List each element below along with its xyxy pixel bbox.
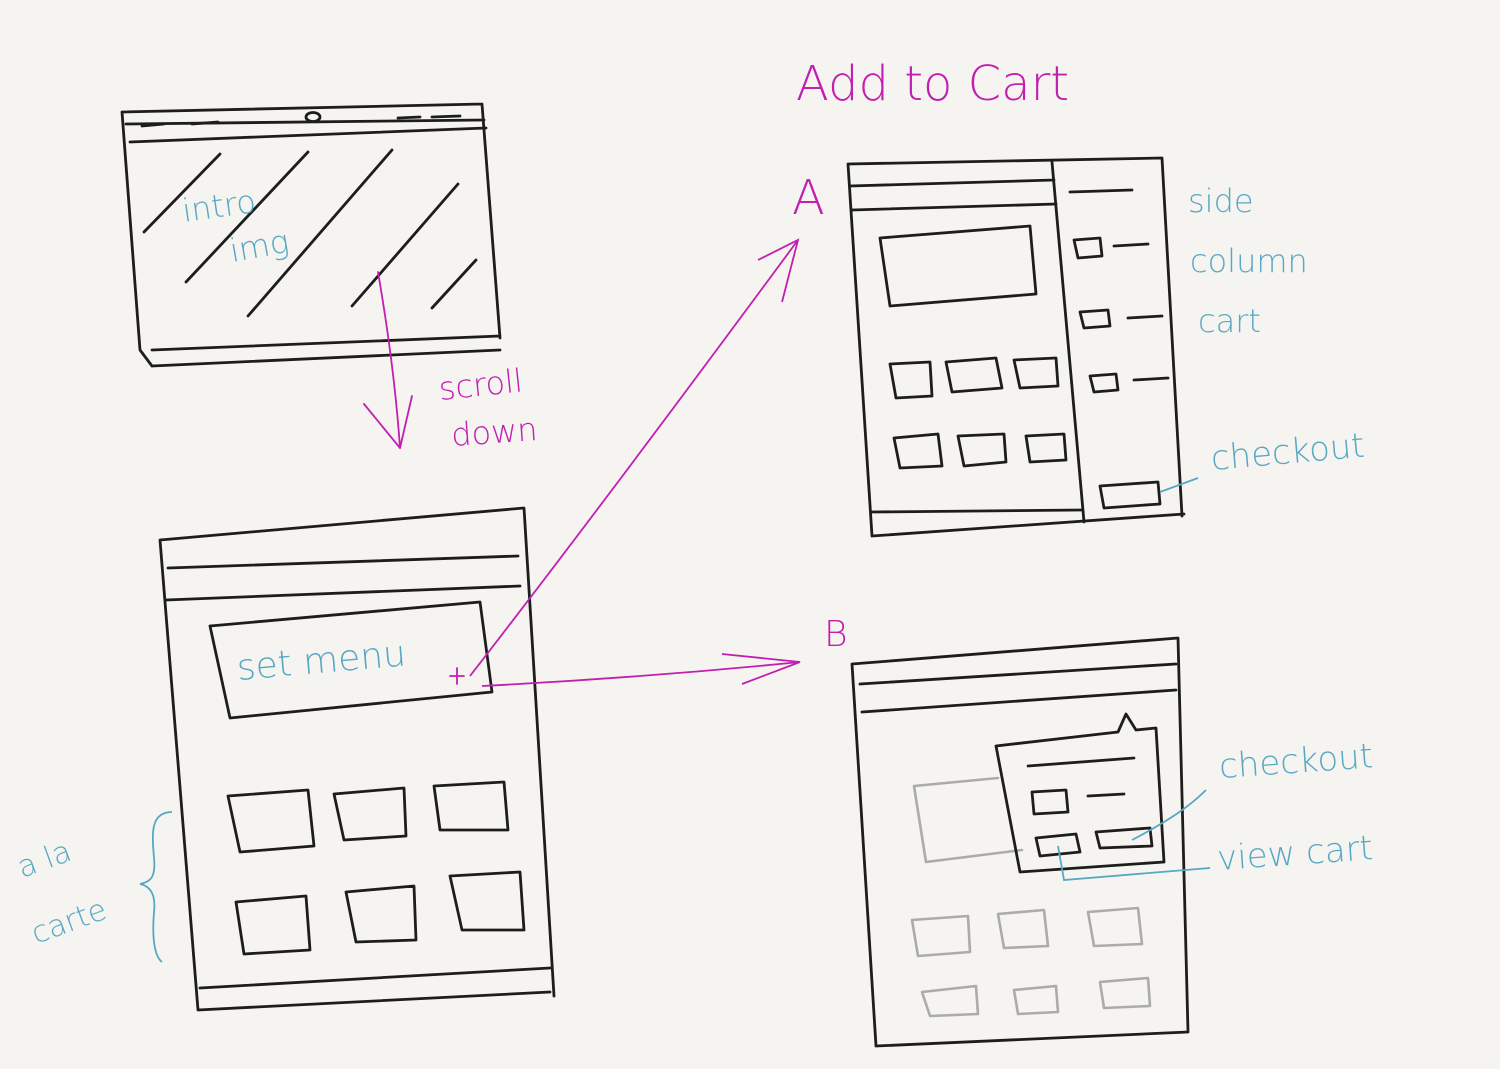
- scroll-note-line1: scroll: [437, 361, 525, 408]
- image-hatch: [142, 148, 478, 318]
- arrow-to-option-b: [481, 653, 801, 687]
- faded-page-content: [910, 776, 1152, 1018]
- intro-label: intro: [180, 182, 258, 230]
- page-title: Add to Cart: [796, 56, 1069, 112]
- intro-frame: intro img: [120, 102, 502, 368]
- side-cart-label-line1: side: [1188, 182, 1254, 220]
- menu-frame: set menu +: [158, 506, 556, 1012]
- option-a-label: A: [792, 170, 825, 226]
- popover-view-cart-button[interactable]: [1034, 832, 1082, 858]
- arrow-to-option-a: [469, 238, 800, 677]
- option-a-item-grid: [888, 356, 1068, 470]
- side-column-cart: [1072, 236, 1170, 394]
- popover-checkout-button[interactable]: [1094, 826, 1154, 850]
- option-b-frame: [850, 636, 1190, 1048]
- option-b-checkout-label: checkout: [1218, 736, 1374, 787]
- scroll-arrow: [363, 271, 413, 449]
- option-a-frame: [846, 156, 1186, 538]
- side-cart-label-line3: cart: [1198, 302, 1261, 340]
- set-menu-box: [208, 600, 494, 720]
- side-cart-label-line2: column: [1190, 242, 1308, 280]
- option-b-label: B: [824, 614, 848, 655]
- a-la-carte-item-grid: [226, 780, 526, 956]
- a-la-carte-label-line2: carte: [27, 892, 112, 951]
- option-a-checkout-label: checkout: [1209, 426, 1366, 479]
- option-b-view-cart-label: view cart: [1216, 828, 1374, 879]
- camera-dot-icon: [304, 111, 322, 123]
- set-menu-label: set menu: [235, 633, 407, 689]
- side-cart-checkout-button[interactable]: [1098, 480, 1162, 510]
- a-la-carte-label-line1: a la: [13, 834, 76, 886]
- scroll-note-line2: down: [450, 410, 539, 454]
- cart-dropdown-popover: [994, 712, 1166, 874]
